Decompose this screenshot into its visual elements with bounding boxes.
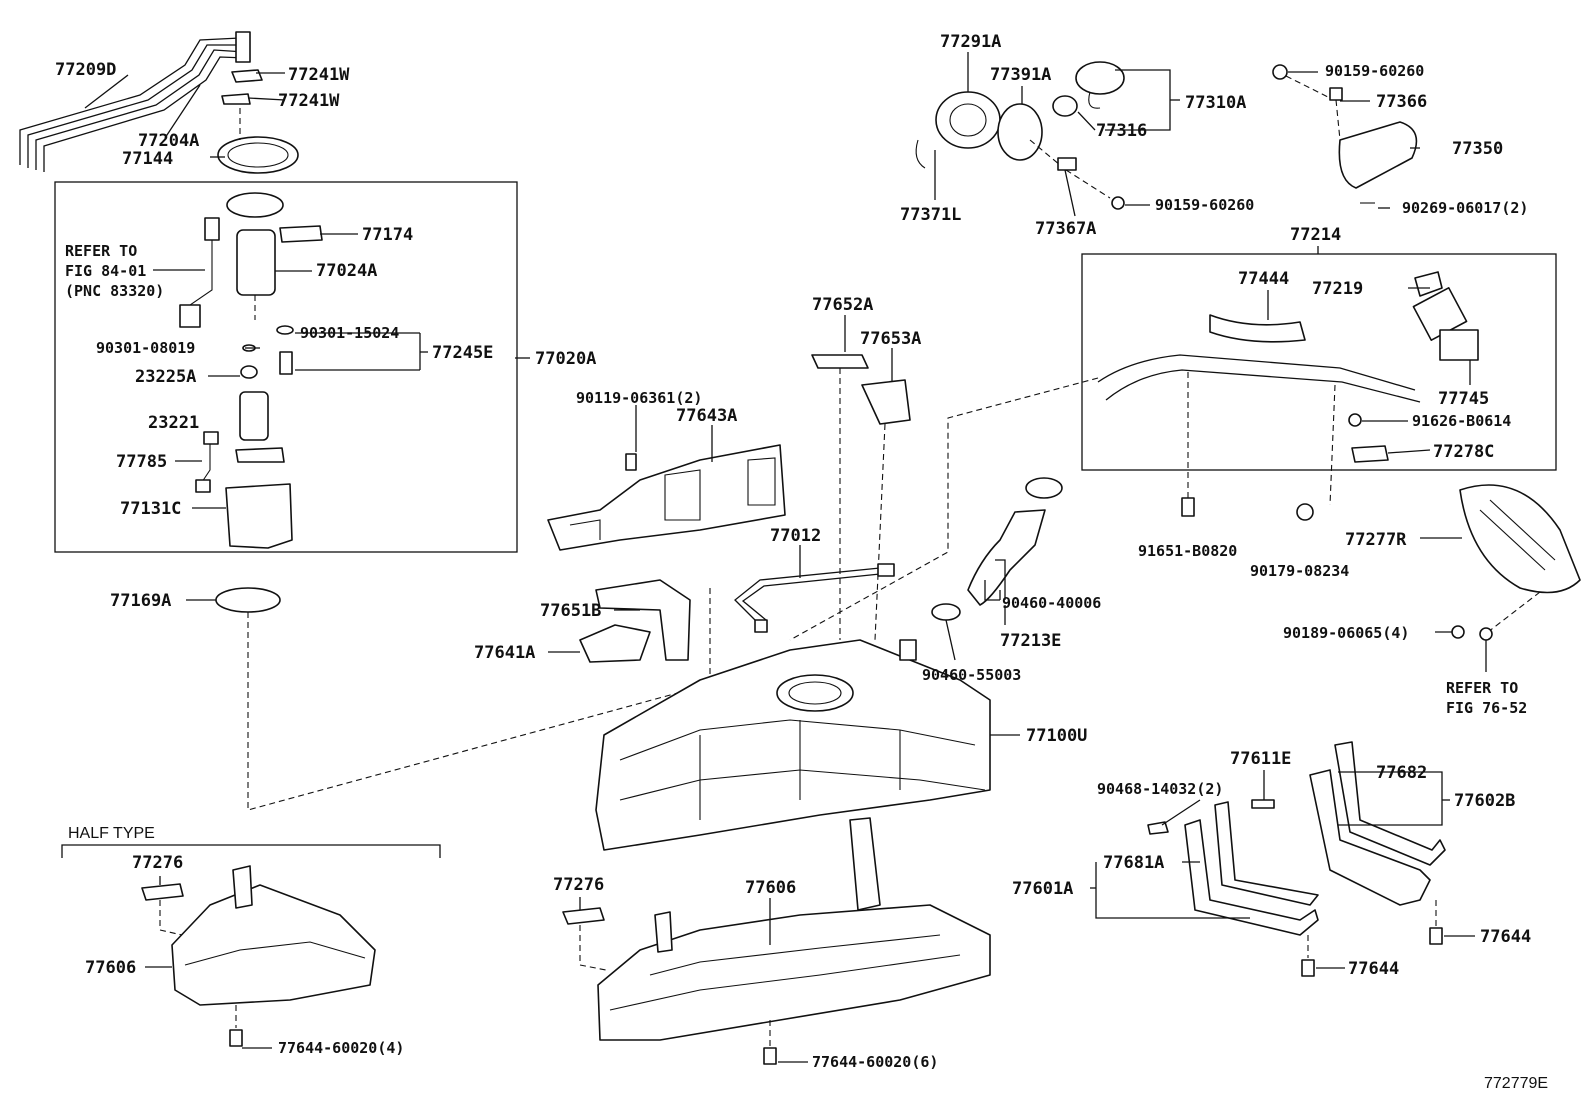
note-refer-fig84-line3: (PNC 83320) — [65, 282, 164, 300]
note-refer-fig76-line1: REFER TO — [1446, 679, 1518, 697]
callout-77350: 77350 — [1452, 139, 1503, 159]
fuel-pump-module-drawing — [179, 192, 323, 549]
callout-77606-main: 77606 — [745, 878, 796, 898]
callout-77024A: 77024A — [316, 261, 377, 281]
callout-77174: 77174 — [362, 225, 413, 245]
leader-lines — [84, 52, 1487, 1063]
fuel-door-drawing — [1272, 64, 1418, 204]
callout-77652A: 77652A — [812, 295, 873, 315]
callout-77682: 77682 — [1376, 763, 1427, 783]
callout-77219: 77219 — [1312, 279, 1363, 299]
callout-77785: 77785 — [116, 452, 167, 472]
filler-pipe-shield-drawing — [1451, 484, 1581, 641]
callout-77644-right: 77644 — [1480, 927, 1531, 947]
callout-23221: 23221 — [148, 413, 199, 433]
callout-90189-06065: 90189-06065(4) — [1283, 624, 1409, 642]
callout-77681A: 77681A — [1103, 853, 1164, 873]
callout-77204A: 77204A — [138, 131, 199, 151]
callout-77310A: 77310A — [1185, 93, 1246, 113]
callout-90468-14032: 90468-14032(2) — [1097, 780, 1223, 798]
callout-77602B: 77602B — [1454, 791, 1515, 811]
callout-77316: 77316 — [1096, 121, 1147, 141]
callout-77745: 77745 — [1438, 389, 1489, 409]
nut-90179-drawing — [1296, 503, 1314, 521]
pads-77651B-77641A-drawing — [579, 579, 711, 700]
filler-pipe-box — [1081, 253, 1557, 471]
callout-77144: 77144 — [122, 149, 173, 169]
tank-protector-main-drawing — [562, 817, 991, 1065]
callout-77277R: 77277R — [1345, 530, 1407, 550]
callout-77213E: 77213E — [1000, 631, 1061, 651]
callout-91651-B0820: 91651-B0820 — [1138, 542, 1237, 560]
callout-77209D: 77209D — [55, 60, 116, 80]
retainer-ring-drawing — [217, 108, 299, 174]
callout-77169A: 77169A — [110, 591, 171, 611]
callout-77391A: 77391A — [990, 65, 1051, 85]
callout-77241W-lower: 77241W — [278, 91, 340, 111]
callout-23225A: 23225A — [135, 367, 196, 387]
note-refer-fig76-line2: FIG 76-52 — [1446, 699, 1527, 717]
callout-90460-40006: 90460-40006 — [1002, 594, 1101, 612]
callout-77651B: 77651B — [540, 601, 601, 621]
callout-90269-06017: 90269-06017(2) — [1402, 199, 1528, 217]
gasket-ring-drawing — [215, 587, 281, 613]
callout-77012: 77012 — [770, 526, 821, 546]
callout-77366: 77366 — [1376, 92, 1427, 112]
half-type-heading: HALF TYPE — [68, 825, 155, 842]
bolt-91651-drawing — [1181, 497, 1195, 517]
callout-90159-60260-lower: 90159-60260 — [1155, 196, 1254, 214]
clip-77241W-drawing — [221, 69, 263, 105]
figure-id: 772779E — [1484, 1075, 1548, 1092]
callout-77241W-upper: 77241W — [288, 65, 350, 85]
note-refer-fig84-line2: FIG 84-01 — [65, 262, 146, 280]
vent-tube-77012-drawing — [734, 563, 895, 633]
callout-77214: 77214 — [1290, 225, 1341, 245]
callout-90119-06361: 90119-06361(2) — [576, 389, 702, 407]
callout-90301-15024: 90301-15024 — [300, 324, 399, 342]
gasket-to-tank-guide — [247, 612, 741, 811]
protector-77643A-drawing — [547, 444, 786, 551]
note-refer-fig84-line1: REFER TO — [65, 242, 137, 260]
fuel-tank-drawing — [595, 639, 991, 851]
callout-77291A: 77291A — [940, 32, 1001, 52]
callout-77611E: 77611E — [1230, 749, 1291, 769]
callout-77278C: 77278C — [1433, 442, 1494, 462]
fuel-pump-module-box — [54, 181, 518, 553]
callout-77644-60020-6: 77644-60020(6) — [812, 1053, 938, 1071]
callout-77444: 77444 — [1238, 269, 1289, 289]
callout-90301-08019: 90301-08019 — [96, 339, 195, 357]
filler-to-tank-guide — [789, 377, 1099, 641]
filler-cap-drawing — [915, 61, 1125, 210]
callout-90159-60260-upper: 90159-60260 — [1325, 62, 1424, 80]
callout-77020A: 77020A — [535, 349, 596, 369]
callout-77606-half: 77606 — [85, 958, 136, 978]
callout-90460-55003: 90460-55003 — [922, 666, 1021, 684]
callout-77643A: 77643A — [676, 406, 737, 426]
filler-pipe-drawing — [1097, 271, 1479, 506]
callout-77100U: 77100U — [1026, 726, 1087, 746]
fuel-tube-assembly-drawing — [19, 31, 251, 172]
half-type-group-drawing — [61, 844, 441, 1047]
callout-77653A: 77653A — [860, 329, 921, 349]
callout-77131C: 77131C — [120, 499, 181, 519]
callout-91626-B0614: 91626-B0614 — [1412, 412, 1511, 430]
callout-77644-60020-4: 77644-60020(4) — [278, 1039, 404, 1057]
callout-77641A: 77641A — [474, 643, 535, 663]
callout-77245E: 77245E — [432, 343, 493, 363]
callout-77276-half: 77276 — [132, 853, 183, 873]
callout-77276-main: 77276 — [553, 875, 604, 895]
callout-77601A: 77601A — [1012, 879, 1073, 899]
callout-77644-center: 77644 — [1348, 959, 1399, 979]
pads-77652A-77653A-drawing — [811, 354, 911, 641]
callout-77367A: 77367A — [1035, 219, 1096, 239]
callout-90179-08234: 90179-08234 — [1250, 562, 1349, 580]
callout-77371L: 77371L — [900, 205, 961, 225]
